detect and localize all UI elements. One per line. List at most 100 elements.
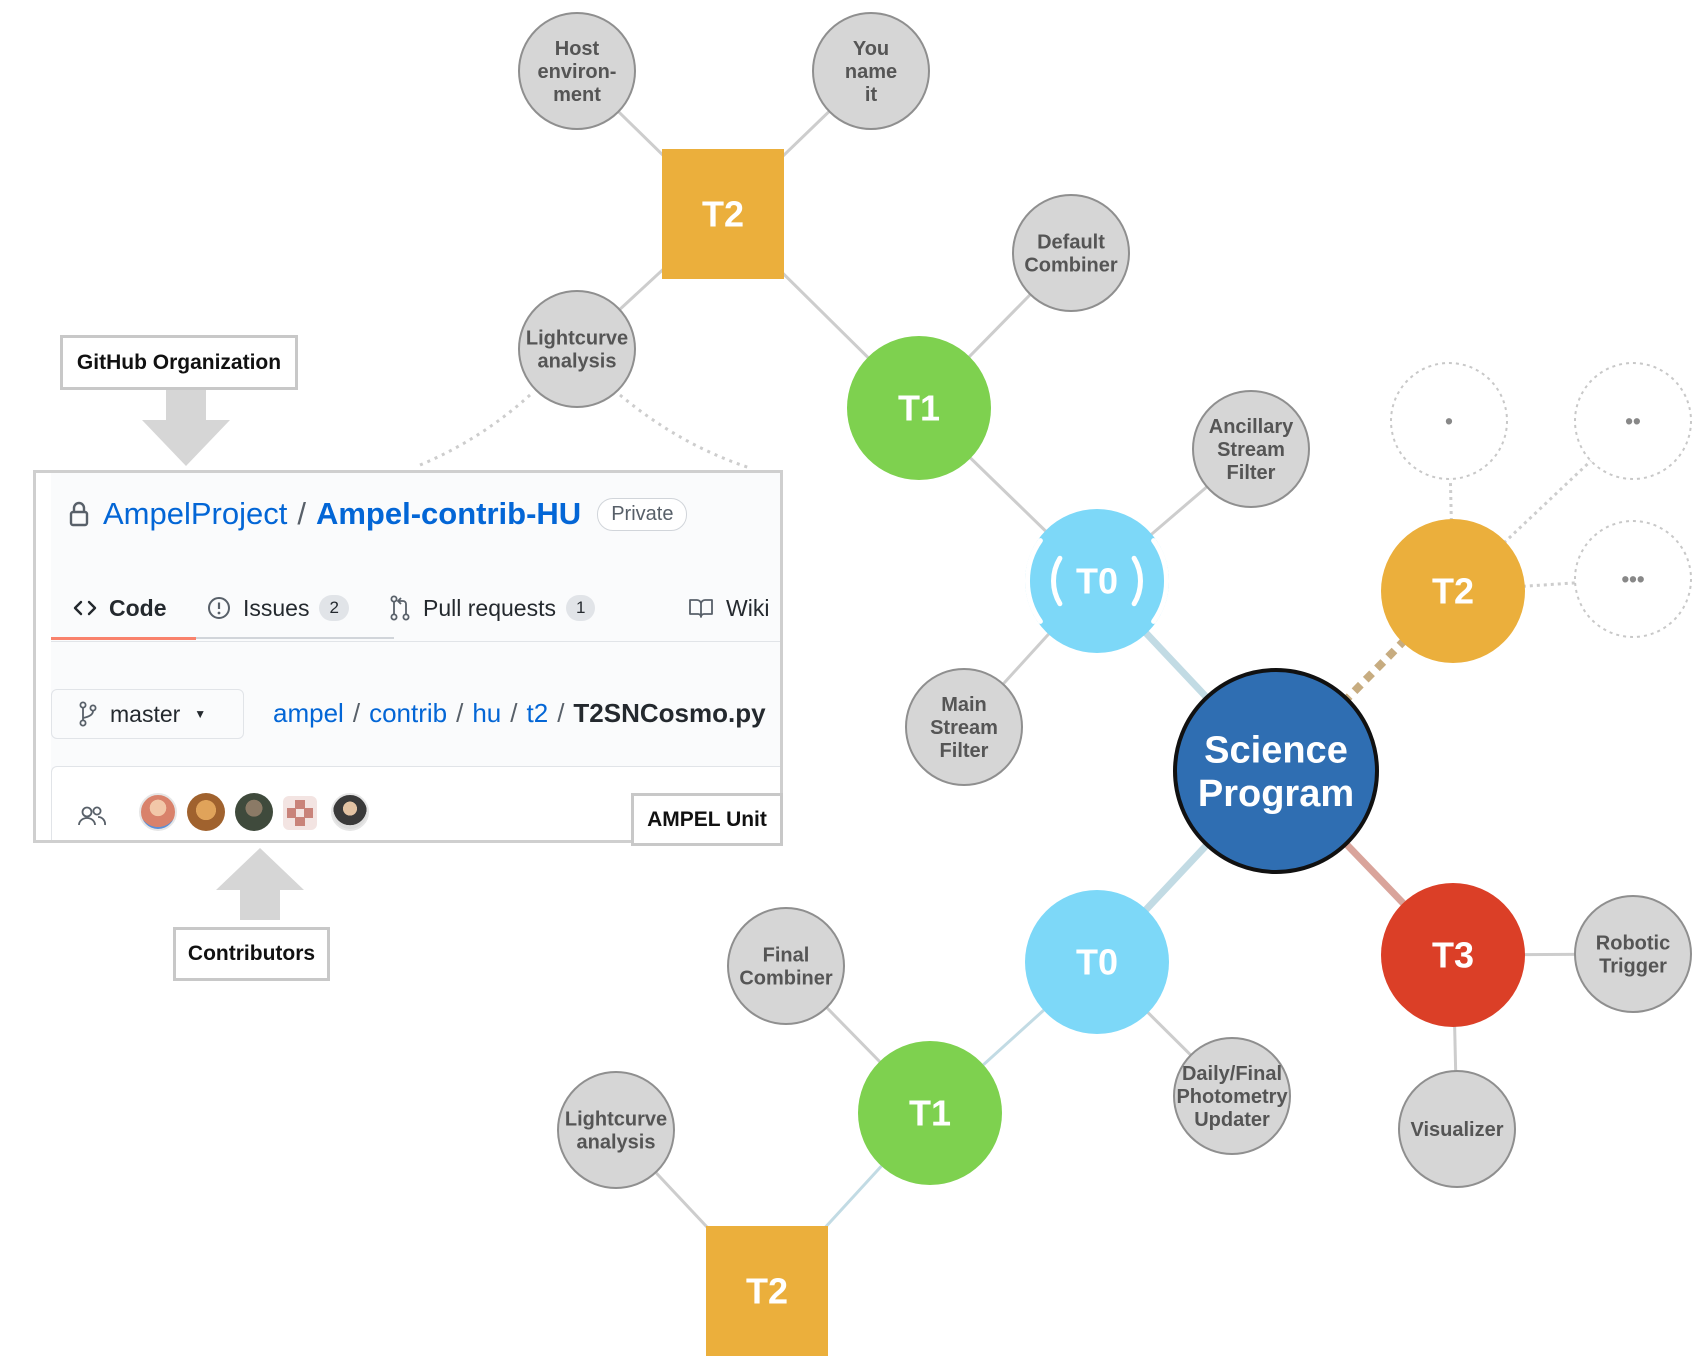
contributors-label: Contributors [173,927,330,981]
node-t0-bottom: T0 [1025,890,1169,1034]
node-label: T2 [1432,571,1474,612]
repo-tabs: Code Issues 2 Pull requests 1 W [51,575,780,642]
tab-hover-indicator [196,637,394,639]
branch-name: master [110,700,181,727]
node-label: Lightcurve [565,1109,667,1131]
node-label: •• [1625,409,1640,434]
up-arrow-icon [216,848,304,920]
node-label: T0 [1076,942,1118,983]
node-label: Updater [1194,1109,1270,1131]
avatar-4-identicon[interactable] [283,796,317,830]
breadcrumb-file-name: T2SNCosmo.py [573,697,766,728]
node-t2-square-top: T2 [662,149,784,279]
git-branch-icon [78,701,98,727]
repo-name-link[interactable]: Ampel-contrib-HU [315,496,582,531]
node-label: analysis [577,1132,656,1154]
node-label: Visualizer [1410,1119,1503,1141]
node-t1-top: T1 [847,336,991,480]
avatar-5[interactable] [331,793,369,831]
node-label: Stream [930,717,998,739]
tab-wiki-label: Wiki [726,594,770,621]
node-label: Final [763,945,810,967]
breadcrumb-link-ampel[interactable]: ampel [273,697,344,728]
node-label: You [853,38,889,60]
repo-owner-link[interactable]: AmpelProject [103,496,288,531]
issue-opened-icon [207,596,231,620]
node-label: T2 [746,1271,788,1312]
node-label: Ancillary [1209,416,1294,438]
people-icon [78,805,106,827]
node-label: analysis [538,351,617,373]
node-label: Daily/Final [1182,1063,1282,1085]
node-t2-square-bottom: T2 [706,1226,828,1356]
tab-code[interactable]: Code [73,575,167,641]
node-label: T0 [1076,561,1118,602]
node-visualizer: Visualizer [1398,1070,1516,1188]
breadcrumb-link-t2[interactable]: t2 [526,697,549,728]
node-dot1: • [1390,362,1508,480]
node-label: Combiner [1024,255,1118,277]
node-label: T2 [702,194,744,235]
node-label: T1 [909,1093,951,1134]
node-dot3: ••• [1574,520,1692,638]
node-label: Main [941,694,987,716]
node-label: environ- [538,61,617,83]
tab-pull-requests[interactable]: Pull requests 1 [389,575,596,641]
node-label: it [865,84,878,106]
breadcrumb-separator: / [510,697,518,728]
github-repo-panel: AmpelProject / Ampel-contrib-HU Private … [33,470,783,843]
breadcrumb-separator: / [456,697,464,728]
node-label: Filter [1227,462,1276,484]
node-label: Combiner [739,968,833,990]
node-label: Program [1198,773,1354,815]
node-t0-top: T0 [1025,509,1169,653]
node-label: T3 [1432,935,1474,976]
pull-requests-count-badge: 1 [565,595,596,621]
node-t2-circle: T2 [1381,519,1525,663]
file-breadcrumb: ampel / contrib / hu / t2 / T2SNCosmo.py [273,691,766,735]
tab-wiki[interactable]: Wiki [688,575,769,641]
node-label: name [845,61,897,83]
github-organization-label: GitHub Organization [60,335,298,390]
breadcrumb-separator: / [557,697,565,728]
node-label: • [1445,409,1453,434]
avatar-2[interactable] [187,793,225,831]
broadcast-icon [1025,538,1169,624]
node-label: Filter [940,740,989,762]
branch-select-button[interactable]: master ▼ [51,689,244,739]
tab-code-label: Code [109,594,167,621]
repo-separator: / [297,496,306,531]
node-label: Robotic [1596,933,1670,955]
git-pull-request-icon [389,595,411,621]
node-label: T1 [898,388,940,429]
book-icon [688,597,714,619]
breadcrumb-link-hu[interactable]: hu [472,697,502,728]
down-arrow-icon [142,388,230,466]
github-repo-content: AmpelProject / Ampel-contrib-HU Private … [51,473,780,840]
node-dot2: •• [1574,362,1692,480]
avatar-1[interactable] [139,793,177,831]
breadcrumb-link-contrib[interactable]: contrib [369,697,448,728]
active-tab-indicator [51,637,196,640]
node-label: Stream [1217,439,1285,461]
tab-issues-label: Issues [243,594,310,621]
node-label: Photometry [1176,1086,1288,1108]
repo-title: AmpelProject / Ampel-contrib-HU Private [69,491,688,537]
avatar-3[interactable] [235,793,273,831]
tab-issues[interactable]: Issues 2 [207,575,349,641]
node-t3: T3 [1381,883,1525,1027]
node-label: Lightcurve [526,328,628,350]
lock-icon [69,501,89,527]
